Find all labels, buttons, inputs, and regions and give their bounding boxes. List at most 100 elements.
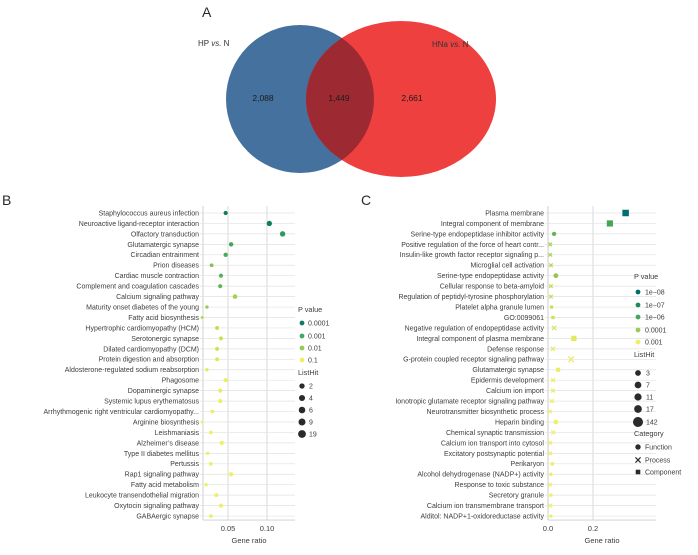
legend-category-glyph	[635, 469, 641, 475]
category-label: Integral component of membrane	[441, 221, 544, 228]
legend-pvalue-swatch	[299, 320, 305, 326]
legend-size-label: 17	[646, 406, 654, 413]
data-point	[550, 462, 554, 466]
x-tick-label: 0.2	[588, 524, 598, 533]
category-label: Hypertrophic cardiomyopathy (HCM)	[85, 325, 199, 332]
legend-size-label: 142	[646, 419, 658, 426]
legend-size-dot	[635, 370, 641, 376]
legend-size-label: 11	[646, 394, 653, 401]
data-point	[266, 220, 272, 227]
category-label: Oxytocin signaling pathway	[114, 503, 199, 510]
data-point	[548, 482, 553, 487]
legend-size-dot	[634, 393, 642, 401]
data-point	[548, 252, 553, 257]
category-label: Olfactory transduction	[131, 231, 199, 238]
category-label: Calcium ion import	[486, 388, 544, 395]
x-tick-label: 0.0	[543, 524, 553, 533]
category-label: Cellular response to beta-amyloid	[440, 284, 544, 291]
category-label: Alcohol dehydrogenase (NADP+) activity	[417, 472, 544, 479]
data-point	[548, 284, 553, 289]
data-point	[200, 316, 204, 319]
category-label: Dopaminergic synapse	[128, 388, 199, 395]
category-label: Serine-type endopeptidase inhibitor acti…	[411, 231, 545, 238]
data-point	[548, 294, 553, 299]
legend-pvalue-swatch	[635, 327, 641, 333]
legend-pvalue-label: 1e−07	[645, 302, 665, 309]
x-axis-title: Gene ratio	[584, 536, 619, 545]
data-point	[549, 398, 554, 404]
legend-size-dot	[298, 394, 306, 402]
venn-left-count: 2,088	[252, 93, 274, 103]
category-label: GABAergic synapse	[136, 513, 199, 520]
legend-size-label: 19	[309, 431, 317, 438]
category-label: Positive regulation of the force of hear…	[401, 242, 544, 249]
category-label: GO:0099061	[504, 315, 544, 322]
category-label: Response to toxic substance	[455, 482, 545, 489]
data-point	[223, 252, 228, 257]
data-point	[279, 231, 286, 237]
data-point	[553, 419, 559, 425]
category-label: Alzheimer’s disease	[137, 440, 199, 447]
data-point	[218, 399, 223, 404]
data-point	[571, 335, 577, 342]
data-point	[553, 273, 559, 279]
legend-size-label: 4	[309, 395, 313, 402]
category-label: Neuroactive ligand-receptor interaction	[79, 221, 199, 228]
legend-category-label: Function	[645, 444, 672, 451]
data-point	[548, 263, 553, 268]
category-label: G-protein coupled receptor signaling pat…	[403, 357, 544, 364]
data-point	[606, 220, 613, 227]
category-label: Regulation of peptidyl-tyrosine phosphor…	[398, 294, 544, 301]
category-label: Complement and coagulation cascades	[76, 284, 199, 291]
venn-right-count: 2,661	[401, 93, 423, 103]
legend-title-listhit: ListHit	[298, 368, 318, 377]
data-point	[200, 420, 204, 424]
legend-title-pvalue: P value	[634, 272, 658, 281]
legend-pvalue-label: 1e−08	[645, 289, 665, 296]
category-label: Integral component of plasma membrane	[416, 336, 544, 343]
data-point	[223, 378, 228, 383]
legend-title-category: Category	[634, 429, 664, 438]
venn-right-set-label: HNa vs. N	[432, 40, 469, 49]
category-label: Phagosome	[162, 378, 199, 385]
legend-pvalue-swatch	[635, 289, 641, 295]
category-label: Heparin binding	[495, 419, 544, 426]
venn-intersection	[306, 25, 374, 173]
data-point	[215, 325, 220, 330]
data-point	[208, 430, 213, 435]
data-point	[206, 451, 210, 456]
legend-category-glyph	[635, 457, 641, 463]
legend-size-dot	[632, 416, 644, 428]
legend-size-label: 2	[309, 383, 313, 390]
category-label: Chemical synaptic transmission	[446, 430, 544, 437]
legend-pvalue-label: 1e−06	[645, 314, 665, 321]
data-point	[215, 357, 220, 362]
category-label: Serotonergic synapse	[131, 336, 199, 343]
category-label: Excitatory postsynaptic potential	[444, 451, 544, 458]
data-point	[551, 315, 555, 320]
data-point	[228, 242, 234, 247]
category-label: Calcium signaling pathway	[116, 294, 199, 301]
data-point	[218, 273, 224, 278]
data-point	[549, 493, 553, 497]
legend-pvalue-swatch	[635, 302, 641, 308]
category-label: Fatty acid biosynthesis	[128, 315, 199, 322]
category-label: Perikaryon	[511, 461, 545, 468]
category-label: Neurotransmitter biosynthetic process	[427, 409, 545, 416]
legend-pvalue-swatch	[299, 345, 305, 351]
legend-pvalue-swatch	[635, 314, 641, 320]
legend-title-pvalue: P value	[298, 305, 322, 314]
legend-size-label: 6	[309, 407, 313, 414]
category-label: Leukocyte transendothelial migration	[85, 493, 199, 500]
legend-pvalue-label: 0.01	[308, 345, 322, 352]
legend-pvalue-swatch	[299, 333, 305, 339]
category-label: Leishmaniasis	[155, 430, 200, 437]
category-label: Protein digestion and absorption	[99, 357, 200, 364]
kegg-dotplot: Staphylococcus aureus infectionNeuroacti…	[44, 206, 330, 545]
data-point	[622, 209, 629, 217]
data-point	[210, 409, 215, 414]
data-point	[214, 493, 219, 498]
data-point	[568, 356, 575, 363]
data-point	[215, 346, 220, 351]
